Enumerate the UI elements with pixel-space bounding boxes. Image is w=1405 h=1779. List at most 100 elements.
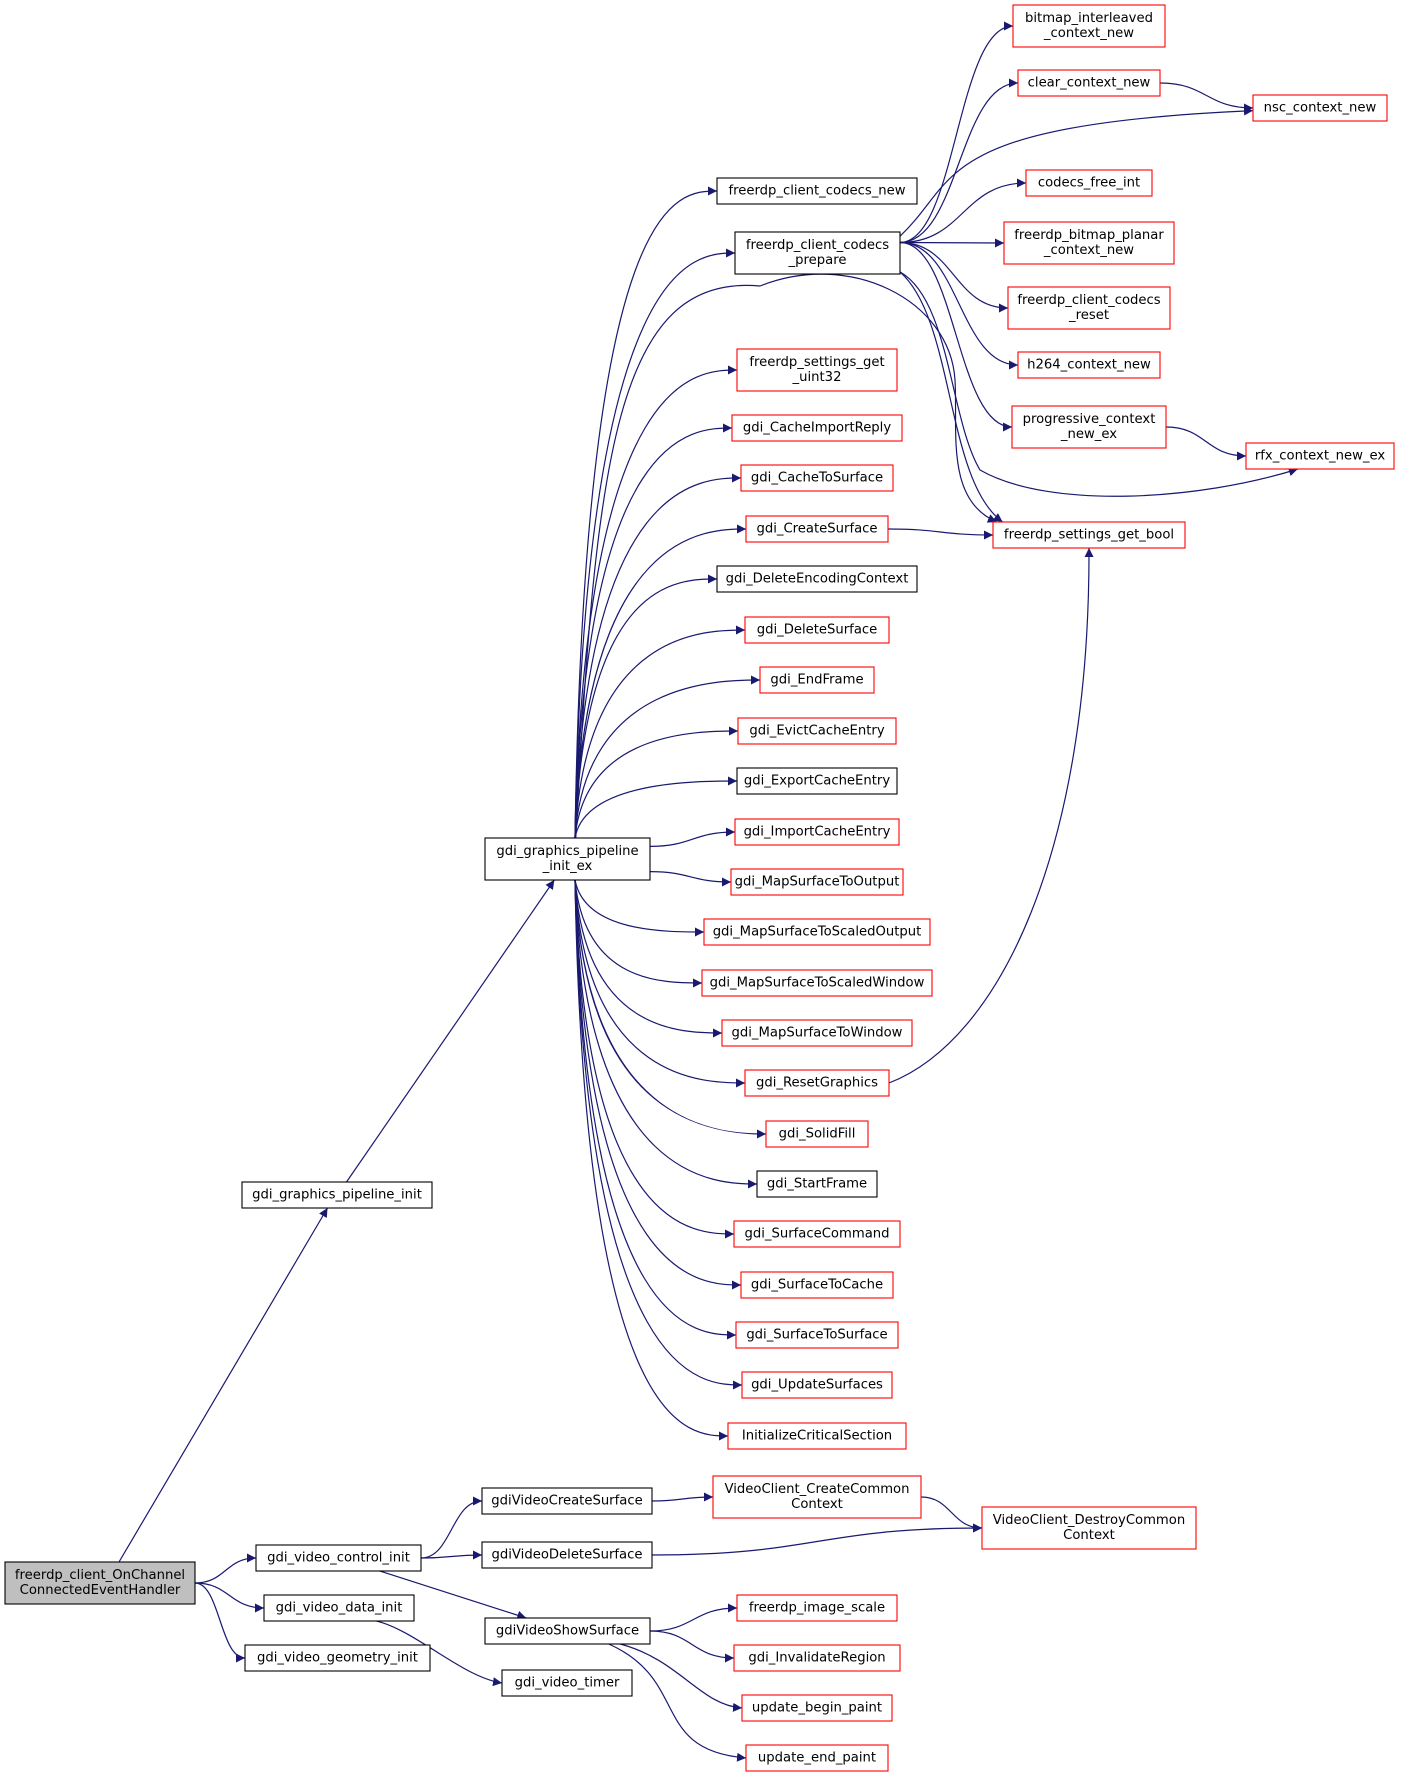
node-gvt[interactable]: gdi_video_timer [501,1669,633,1697]
node-root[interactable]: freerdp_client_OnChannelConnectedEventHa… [4,1561,196,1605]
node-gece[interactable]: gdi_EvictCacheEntry [737,717,897,745]
node-label: gdi_InvalidateRegion [748,1651,885,1666]
node-pcne[interactable]: progressive_context_new_ex [1011,405,1167,449]
node-box [712,1475,922,1519]
edge-gvds-to-vcdcc [651,1523,983,1556]
node-box [481,1541,653,1569]
node-cfi[interactable]: codecs_free_int [1025,169,1153,197]
edge-gpie-to-gmstw [574,879,723,1038]
node-ubp[interactable]: update_begin_paint [741,1694,893,1722]
edge-gpie-to-gsf [574,879,767,1139]
node-fis[interactable]: freerdp_image_scale [736,1594,898,1622]
node-gpie[interactable]: gdi_graphics_pipeline_init_ex [484,837,651,881]
edge-gvci-to-gvss [379,1570,527,1620]
node-gmsto[interactable]: gdi_MapSurfaceToOutput [730,868,904,896]
node-box [4,1561,196,1605]
edge-ccn-to-nsc [1159,82,1254,113]
edge-gpie-to-gexce [574,776,738,839]
edge-fccp-to-fccr [899,241,1009,313]
node-label: gdi_CreateSurface [756,522,877,537]
edge-gpie-to-gmstso [574,879,705,937]
node-gef[interactable]: gdi_EndFrame [759,666,875,694]
node-gice[interactable]: gdi_ImportCacheEntry [734,818,900,846]
node-gvgi[interactable]: gdi_video_geometry_init [244,1644,431,1672]
node-box [1017,351,1161,379]
node-label: gdi_UpdateSurfaces [751,1378,883,1393]
node-box [733,1644,901,1672]
node-gmstw[interactable]: gdi_MapSurfaceToWindow [721,1019,913,1047]
edge-gpie-to-fccn [574,186,718,839]
node-gir[interactable]: gdi_InvalidateRegion [733,1644,901,1672]
node-label: gdiVideoDeleteSurface [492,1548,643,1563]
node-ics[interactable]: InitializeCriticalSection [727,1422,907,1450]
edge-root-to-gvci [194,1553,257,1584]
node-fccr[interactable]: freerdp_client_codecs_reset [1007,286,1171,330]
node-label: gdi_MapSurfaceToScaledWindow [710,976,925,991]
node-gus[interactable]: gdi_UpdateSurfaces [741,1371,893,1399]
node-box [1252,94,1388,122]
node-grg[interactable]: gdi_ResetGraphics [744,1069,890,1097]
node-label: gdi_graphics_pipeline_init [252,1188,422,1203]
node-bicn[interactable]: bitmap_interleaved_context_new [1012,4,1166,48]
node-label: freerdp_settings_get [749,355,884,370]
node-h264[interactable]: h264_context_new [1017,351,1161,379]
node-fbpcn[interactable]: freerdp_bitmap_planar_context_new [1003,221,1175,265]
edge-gpie-to-gsts [574,879,737,1340]
node-uep[interactable]: update_end_paint [745,1744,889,1772]
node-box [727,1422,907,1450]
node-box [255,1544,422,1572]
node-label: VideoClient_CreateCommon [725,1482,910,1497]
node-gvds[interactable]: gdiVideoDeleteSurface [481,1541,653,1569]
node-gvdi[interactable]: gdi_video_data_init [263,1594,415,1622]
node-gmstsw[interactable]: gdi_MapSurfaceToScaledWindow [701,969,933,997]
node-gsfr[interactable]: gdi_StartFrame [756,1170,878,1198]
node-box [484,1617,651,1645]
node-gcs[interactable]: gdi_CreateSurface [745,515,889,543]
node-box [736,1594,898,1622]
node-box [741,1371,893,1399]
node-box [736,767,898,795]
node-label: gdi_ResetGraphics [756,1076,878,1091]
node-gcir[interactable]: gdi_CacheImportReply [731,414,903,442]
edge-fccp-to-cfi [899,178,1027,244]
node-fccp[interactable]: freerdp_client_codecs_prepare [734,231,901,275]
node-gsc[interactable]: gdi_SurfaceCommand [733,1220,901,1248]
node-label: codecs_free_int [1038,176,1140,191]
node-box [741,1694,893,1722]
node-gsf[interactable]: gdi_SolidFill [765,1120,869,1148]
node-label: freerdp_image_scale [749,1601,885,1616]
node-box [484,837,651,881]
node-ccn[interactable]: clear_context_new [1017,69,1161,97]
node-gmstso[interactable]: gdi_MapSurfaceToScaledOutput [703,918,931,946]
node-rfx[interactable]: rfx_context_new_ex [1245,442,1395,470]
node-gdec[interactable]: gdi_DeleteEncodingContext [716,565,918,593]
node-label: clear_context_new [1028,76,1151,91]
node-label: gdi_ImportCacheEntry [744,825,891,840]
node-gvci[interactable]: gdi_video_control_init [255,1544,422,1572]
node-gsts[interactable]: gdi_SurfaceToSurface [735,1321,899,1349]
node-gds[interactable]: gdi_DeleteSurface [744,616,890,644]
node-label: Context [791,1497,843,1512]
node-layer: freerdp_client_OnChannelConnectedEventHa… [4,4,1395,1772]
node-gvss[interactable]: gdiVideoShowSurface [484,1617,651,1645]
node-nsc[interactable]: nsc_context_new [1252,94,1388,122]
node-box [992,521,1186,549]
node-gexce[interactable]: gdi_ExportCacheEntry [736,767,898,795]
node-fccn[interactable]: freerdp_client_codecs_new [716,177,918,205]
node-box [734,231,901,275]
node-fsgb[interactable]: freerdp_settings_get_bool [992,521,1186,549]
edge-fccp-to-nsc [899,106,1254,237]
node-gvcs[interactable]: gdiVideoCreateSurface [481,1487,653,1515]
node-gstc[interactable]: gdi_SurfaceToCache [740,1271,894,1299]
node-label: bitmap_interleaved [1025,11,1153,26]
node-box [1007,286,1171,330]
edge-gvcs-to-vcccc [651,1492,714,1502]
node-gcts[interactable]: gdi_CacheToSurface [740,464,894,492]
node-label: update_begin_paint [752,1701,882,1716]
node-fsgu[interactable]: freerdp_settings_get_uint32 [736,348,898,392]
node-label: ConnectedEventHandler [20,1583,181,1598]
node-gpi[interactable]: gdi_graphics_pipeline_init [241,1181,433,1209]
